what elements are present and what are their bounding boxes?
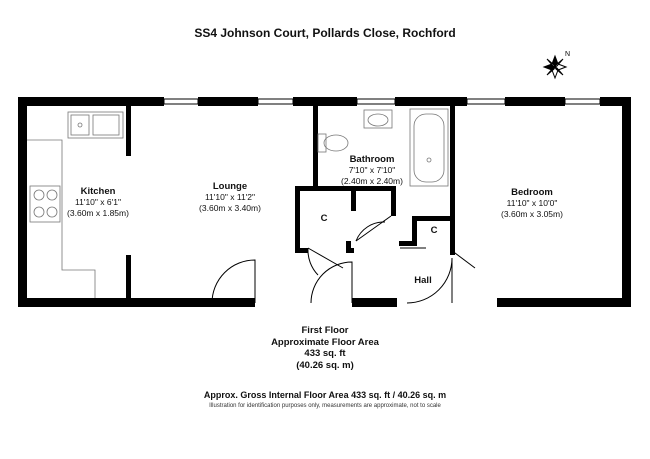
room-cupboard-2: C — [430, 225, 438, 236]
room-lounge-name: Lounge — [212, 181, 248, 192]
plan-title: SS4 Johnson Court, Pollards Close, Rochf… — [194, 26, 456, 40]
room-lounge-imperial: 11'10" x 11'2" — [204, 192, 256, 202]
floor-area-label: Approximate Floor Area — [271, 336, 379, 348]
floor-name: First Floor — [301, 325, 349, 336]
room-cupboard-1: C — [320, 213, 328, 224]
doors — [211, 215, 476, 304]
floor-area-sqm: (40.26 sq. m) — [296, 359, 354, 371]
compass-north-label: N — [565, 51, 570, 58]
outer-walls — [18, 97, 631, 307]
room-bathroom-metric: (2.40m x 2.40m) — [341, 175, 403, 186]
bathroom-fixtures — [317, 108, 449, 187]
room-hall: Hall — [414, 275, 432, 286]
room-kitchen-name: Kitchen — [80, 186, 116, 197]
floor-area-sqft: 433 sq. ft — [304, 348, 346, 359]
room-bathroom-name: Bathroom — [349, 154, 395, 165]
room-bedroom-name: Bedroom — [511, 187, 553, 198]
gross-area: Approx. Gross Internal Floor Area 433 sq… — [203, 390, 447, 400]
room-lounge: Lounge 11'10" x 11'2" (3.60m x 3.40m) — [190, 181, 270, 213]
room-lounge-metric: (3.60m x 3.40m) — [199, 202, 261, 213]
windows — [163, 98, 601, 105]
kitchen-fixtures — [27, 111, 124, 298]
room-bedroom-imperial: 11'10" x 10'0" — [506, 198, 558, 208]
room-kitchen-imperial: 11'10" x 6'1" — [75, 197, 121, 207]
interior-walls — [126, 106, 455, 298]
room-kitchen-metric: (3.60m x 1.85m) — [67, 207, 129, 218]
room-bathroom-imperial: 7'10" x 7'10" — [348, 165, 396, 175]
room-bedroom: Bedroom 11'10" x 10'0" (3.60m x 3.05m) — [492, 187, 572, 219]
floor-summary: First Floor Approximate Floor Area 433 s… — [225, 325, 425, 371]
room-kitchen: Kitchen 11'10" x 6'1" (3.60m x 1.85m) — [60, 186, 136, 218]
room-bathroom: Bathroom 7'10" x 7'10" (2.40m x 2.40m) — [332, 154, 412, 186]
disclaimer: Illustration for identification purposes… — [209, 403, 441, 409]
compass-icon — [542, 54, 568, 80]
room-bedroom-metric: (3.60m x 3.05m) — [501, 208, 563, 219]
